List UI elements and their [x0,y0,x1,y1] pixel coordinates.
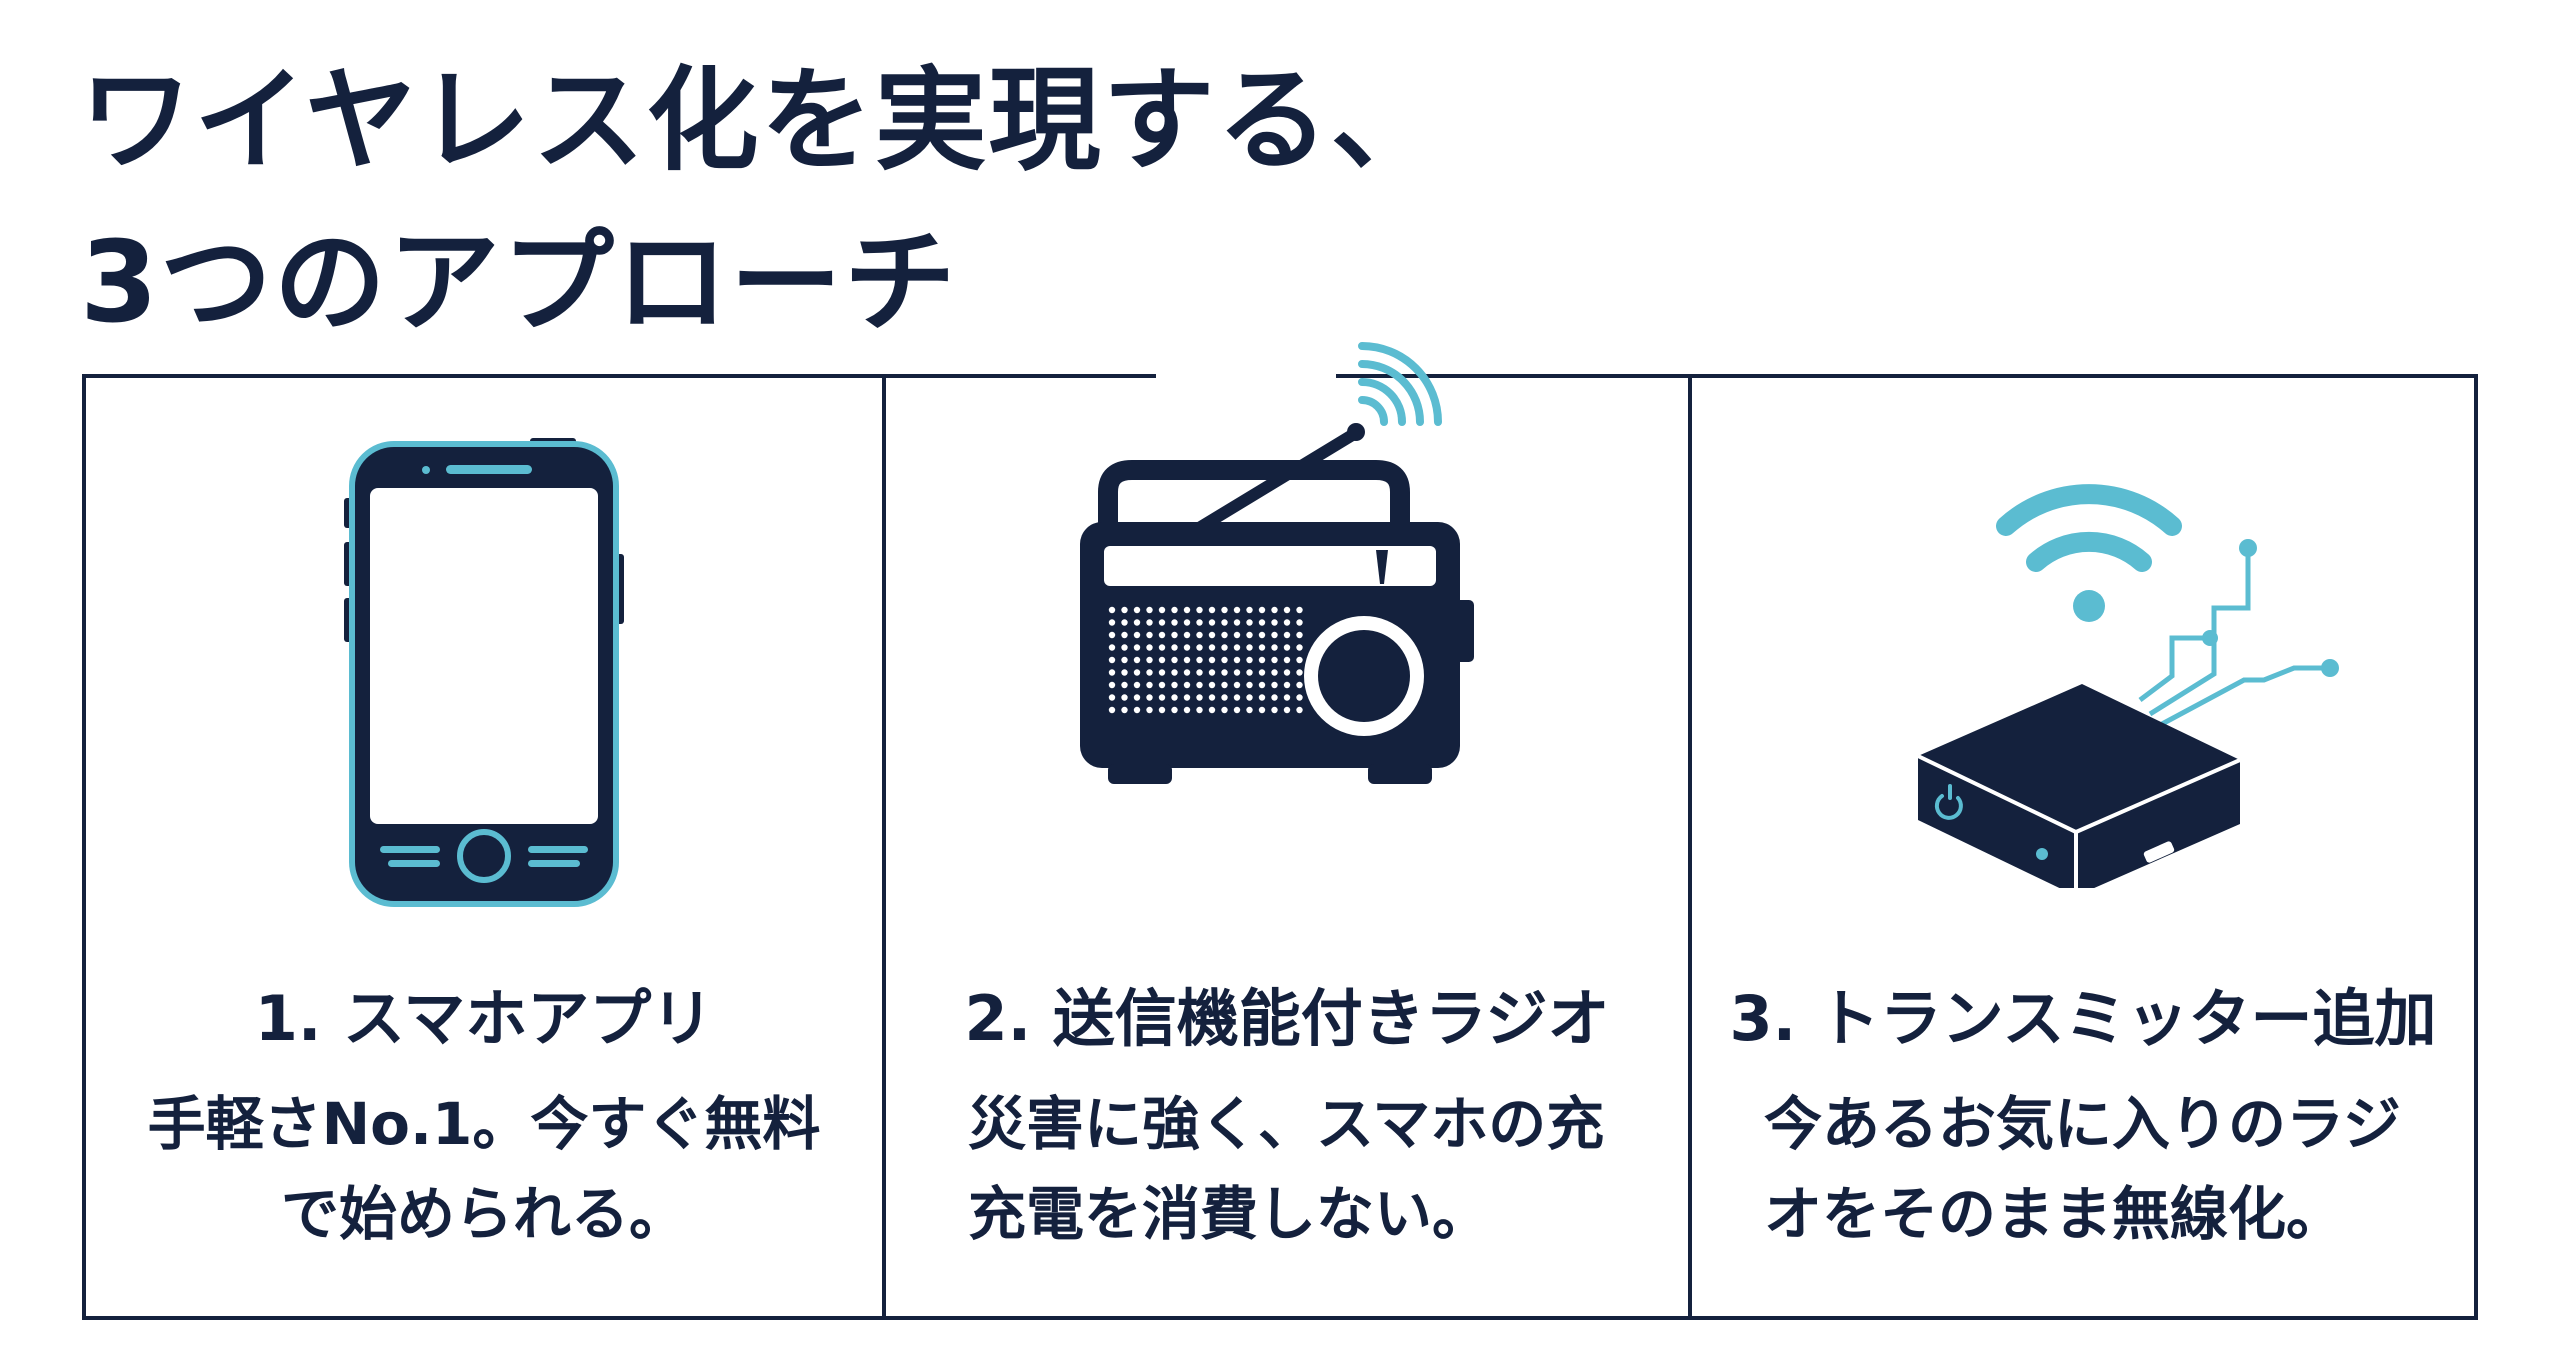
card-description-line-1: 今あるお気に入りのラジ [1764,1090,2401,1158]
page-title-line-2: 3つのアプローチ [80,218,958,349]
border-gap [1156,372,1336,382]
approach-card-transmitter-radio: 2. 送信機能付きラジオ 災害に強く、スマホの充 充電を消費しない。 [882,342,1688,1316]
card-title: 1. スマホアプリ [254,982,714,1055]
icon-area [86,378,882,938]
wifi-icon [1996,484,2182,572]
icon-area [1692,378,2474,938]
transmitter-icon [1917,484,2339,888]
card-description-line-2: で始められる。 [280,1179,687,1248]
card-description: 今あるお気に入りのラジ オをそのまま無線化。 [1764,1080,2401,1260]
card-description-line-1: 手軽さNo.1。今すぐ無料 [147,1090,821,1158]
approach-card-smartphone-app: 1. スマホアプリ 手軽さNo.1。今すぐ無料 で始められる。 [86,378,882,1316]
card-title: 2. 送信機能付きラジオ [964,982,1610,1055]
page-title-line-1: ワイヤレス化を実現する、 [80,56,1445,186]
card-description: 災害に強く、スマホの充 充電を消費しない。 [968,1080,1604,1260]
signal-waves-icon [1358,342,1442,426]
page-title: ワイヤレス化を実現する、 3つのアプローチ [80,40,1445,365]
card-description-line-2: 充電を消費しない。 [968,1179,1491,1248]
card-description-line-1: 災害に強く、スマホの充 [968,1090,1605,1158]
card-description: 手軽さNo.1。今すぐ無料 で始められる。 [86,1080,882,1260]
approaches-panel: 1. スマホアプリ 手軽さNo.1。今すぐ無料 で始められる。 [82,342,2478,1320]
smartphone-icon [344,438,624,907]
approach-card-transmitter-addon: 3. トランスミッター追加 今あるお気に入りのラジ オをそのまま無線化。 [1688,378,2474,1316]
icon-area [886,342,1688,938]
card-title: 3. トランスミッター追加 [1729,982,2437,1055]
radio-icon [1080,342,1474,784]
power-icon [1934,784,1963,820]
card-description-line-2: オをそのまま無線化。 [1764,1179,2345,1248]
